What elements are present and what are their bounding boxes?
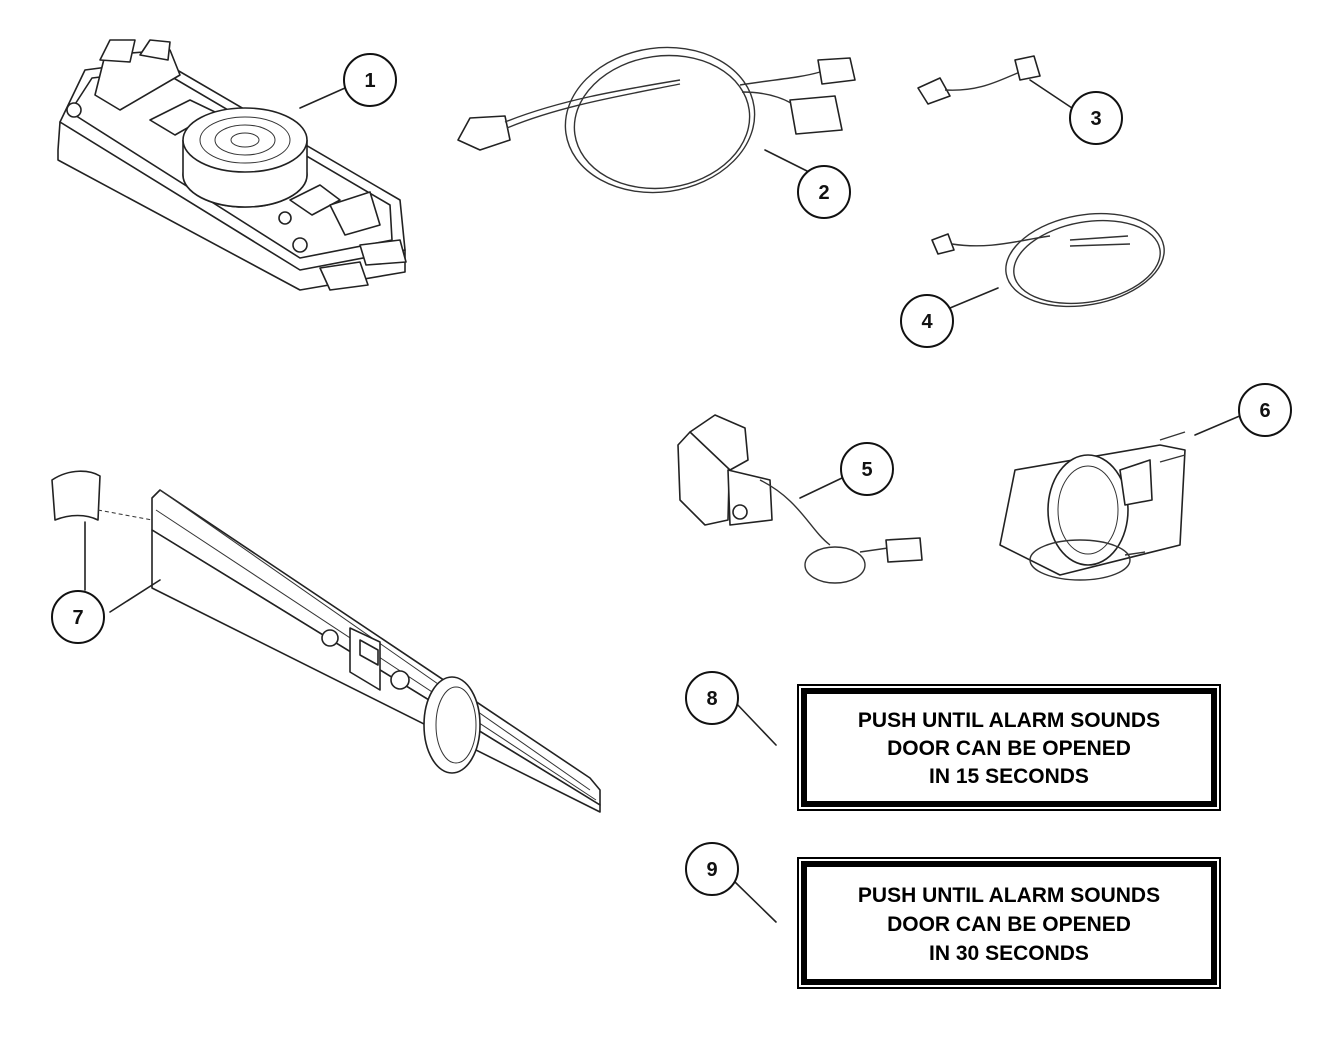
label-9-line-2: DOOR CAN BE OPENED <box>887 913 1131 936</box>
callout-5: 5 <box>840 442 894 496</box>
callout-6: 6 <box>1238 383 1292 437</box>
callout-9: 9 <box>685 842 739 896</box>
part-5-switch-assembly <box>677 414 923 584</box>
svg-text:6: 6 <box>1259 400 1270 422</box>
part-6-bracket-assembly <box>999 414 1243 581</box>
svg-text:3: 3 <box>1090 108 1101 130</box>
label-8-line-2: DOOR CAN BE OPENED <box>887 737 1131 760</box>
label-9-line-3: IN 30 SECONDS <box>929 942 1089 965</box>
part-3-jumper-cable <box>917 55 1076 111</box>
callout-3: 3 <box>1069 91 1123 145</box>
label-8-line-3: IN 15 SECONDS <box>929 765 1089 788</box>
svg-text:9: 9 <box>706 859 717 881</box>
label-plate-8 <box>734 684 1221 811</box>
svg-text:2: 2 <box>818 182 829 204</box>
callout-7: 7 <box>51 590 105 644</box>
svg-text:5: 5 <box>861 459 872 481</box>
callout-1: 1 <box>343 53 397 107</box>
callout-4: 4 <box>900 294 954 348</box>
part-2-wire-harness <box>457 46 856 194</box>
svg-text:1: 1 <box>364 70 375 92</box>
part-4-coiled-cable <box>931 212 1165 309</box>
label-9-line-1: PUSH UNTIL ALARM SOUNDS <box>858 884 1160 907</box>
svg-text:7: 7 <box>72 607 83 629</box>
label-plate-9 <box>734 857 1221 989</box>
label-8-line-1: PUSH UNTIL ALARM SOUNDS <box>858 709 1160 732</box>
part-1-circuit-board <box>57 39 407 291</box>
callout-8: 8 <box>685 671 739 725</box>
part-7-rail-cover <box>51 470 601 813</box>
svg-text:8: 8 <box>706 688 717 710</box>
callout-2: 2 <box>797 165 851 219</box>
svg-text:4: 4 <box>921 311 933 333</box>
